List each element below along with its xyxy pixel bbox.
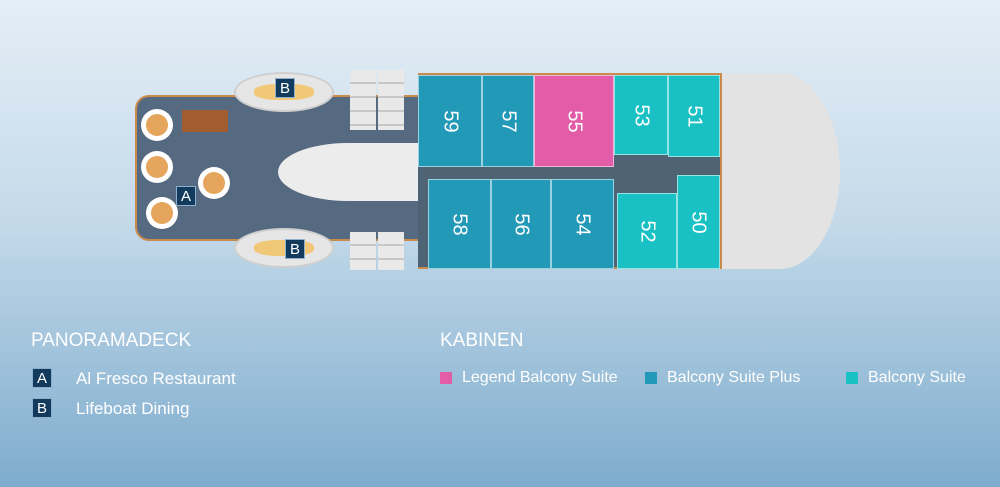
legend-marker-b: B [32, 398, 52, 418]
lounger-group [350, 232, 376, 270]
cabin-number: 55 [563, 109, 586, 133]
cabin-number: 56 [510, 212, 533, 236]
legend-marker-a: A [32, 368, 52, 388]
legend-item-suite: Balcony Suite [846, 369, 966, 387]
cabin-number: 57 [497, 109, 520, 133]
swatch-suite [846, 372, 858, 384]
lounger-group [350, 70, 376, 130]
marker-b-top[interactable]: B [275, 78, 295, 98]
cabin-59[interactable]: 59 [418, 75, 482, 167]
cabin-number: 59 [439, 109, 462, 133]
cabin-number: 52 [636, 219, 659, 243]
legend-label-lifeboat: Lifeboat Dining [76, 399, 190, 418]
legend-label: Balcony Suite Plus [667, 369, 801, 386]
cabin-legend-title: KABINEN [440, 330, 524, 351]
lifeboat-bottom [234, 228, 334, 268]
deck-legend-title: PANORAMADECK [31, 330, 192, 351]
cabin-number: 58 [449, 212, 471, 236]
swatch-suite-plus [645, 372, 657, 384]
dining-table [146, 114, 168, 136]
central-structure [278, 143, 420, 201]
cabin-57[interactable]: 57 [482, 75, 534, 167]
stairs [182, 110, 228, 132]
cabin-53[interactable]: 53 [614, 75, 668, 155]
legend-item-legend-suite: Legend Balcony Suite [440, 369, 618, 387]
cabin-number: 54 [572, 212, 594, 236]
dining-table [146, 156, 168, 178]
cabin-58[interactable]: 58 [428, 179, 491, 269]
cabin-number: 53 [630, 103, 653, 127]
swatch-legend-suite [440, 372, 452, 384]
cabin-56[interactable]: 56 [491, 179, 551, 269]
cabin-52[interactable]: 52 [617, 193, 677, 269]
cabin-number: 50 [688, 210, 710, 234]
marker-b-bottom[interactable]: B [285, 239, 305, 259]
cabin-51[interactable]: 51 [668, 75, 720, 157]
cabin-55[interactable]: 55 [534, 75, 614, 167]
legend-item-suite-plus: Balcony Suite Plus [645, 369, 800, 387]
cabin-number: 51 [683, 104, 706, 128]
cabin-50[interactable]: 50 [677, 175, 720, 269]
lounger-group [378, 70, 404, 130]
lounger-group [378, 232, 404, 270]
cabin-block: 59 57 55 53 51 58 56 54 52 50 [418, 73, 722, 269]
dining-table [203, 172, 225, 194]
legend-label-al-fresco: Al Fresco Restaurant [76, 369, 236, 388]
legend-label: Balcony Suite [868, 369, 966, 386]
bow-area [715, 73, 840, 269]
legend-label: Legend Balcony Suite [462, 369, 618, 386]
cabin-54[interactable]: 54 [551, 179, 614, 269]
dining-table [151, 202, 173, 224]
marker-a[interactable]: A [176, 186, 196, 206]
